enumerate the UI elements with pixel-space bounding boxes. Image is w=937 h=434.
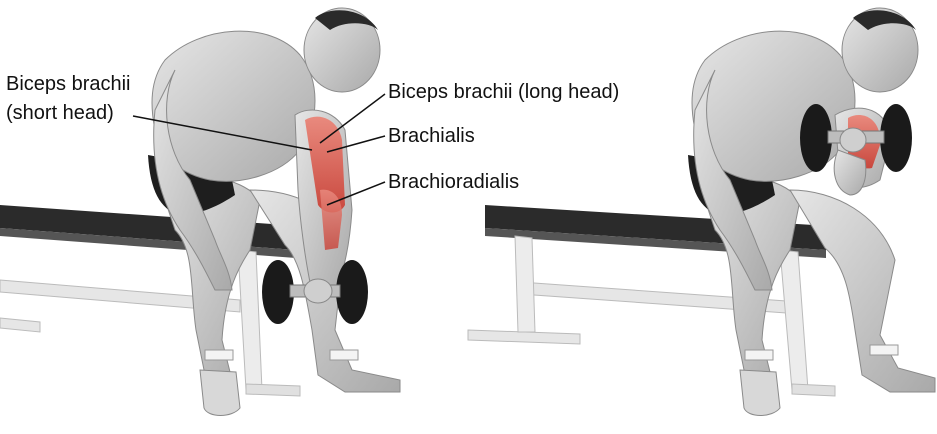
label-biceps-short-line1: Biceps brachii (6, 73, 131, 95)
label-biceps-short-line2: (short head) (6, 102, 114, 124)
left-label-lines (132, 93, 386, 206)
right-figure (467, 7, 936, 416)
right-head (841, 7, 919, 93)
left-head (303, 7, 381, 93)
left-working-arm (294, 109, 353, 293)
label-brachialis: Brachialis (388, 125, 475, 147)
brachioradialis-highlight (320, 189, 342, 250)
left-dumbbell (262, 260, 368, 324)
left-bench (0, 205, 301, 397)
left-figure (0, 7, 401, 416)
label-biceps-long: Biceps brachii (long head) (388, 81, 620, 103)
label-brachioradialis: Brachioradialis (388, 171, 520, 193)
biceps-highlight (305, 116, 345, 213)
right-dumbbell (800, 104, 912, 172)
left-torso (151, 30, 316, 291)
